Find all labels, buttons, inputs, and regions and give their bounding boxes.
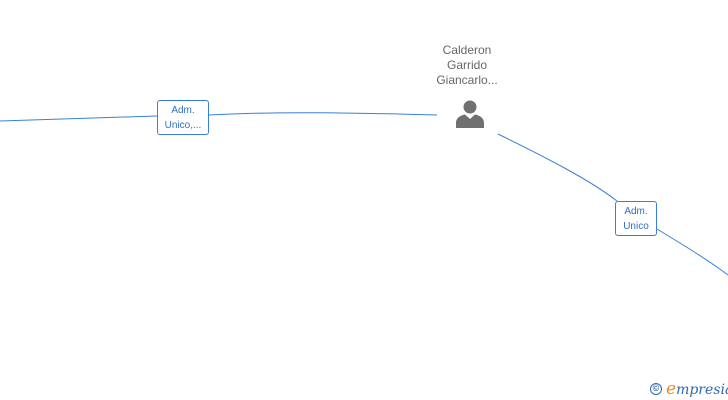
role-label-line: Unico,... bbox=[164, 120, 202, 131]
role-label-adm-unico-2[interactable]: Adm. Unico bbox=[615, 201, 657, 236]
person-name-line-3: Giancarlo... bbox=[436, 73, 498, 87]
brand-logo: empresia bbox=[666, 379, 728, 399]
person-name-line-2: Garrido bbox=[446, 58, 487, 72]
role-label-line: Adm. bbox=[624, 206, 648, 217]
brand-logo-rest: mpresia bbox=[676, 382, 728, 398]
role-label-line: Unico bbox=[623, 221, 649, 232]
brand-logo-initial: e bbox=[666, 379, 677, 399]
edge-left-to-person bbox=[0, 112, 438, 122]
person-icon[interactable] bbox=[454, 98, 486, 130]
empresia-watermark[interactable]: © empresia bbox=[650, 379, 728, 399]
copyright-icon: © bbox=[650, 383, 662, 395]
person-name-line-1: Calderon bbox=[442, 43, 492, 57]
role-label-line: Adm. bbox=[171, 105, 195, 116]
edge-person-to-right bbox=[497, 133, 728, 276]
person-node-label[interactable]: Calderon Garrido Giancarlo... bbox=[417, 43, 517, 88]
role-label-adm-unico-1[interactable]: Adm. Unico,... bbox=[157, 100, 209, 135]
